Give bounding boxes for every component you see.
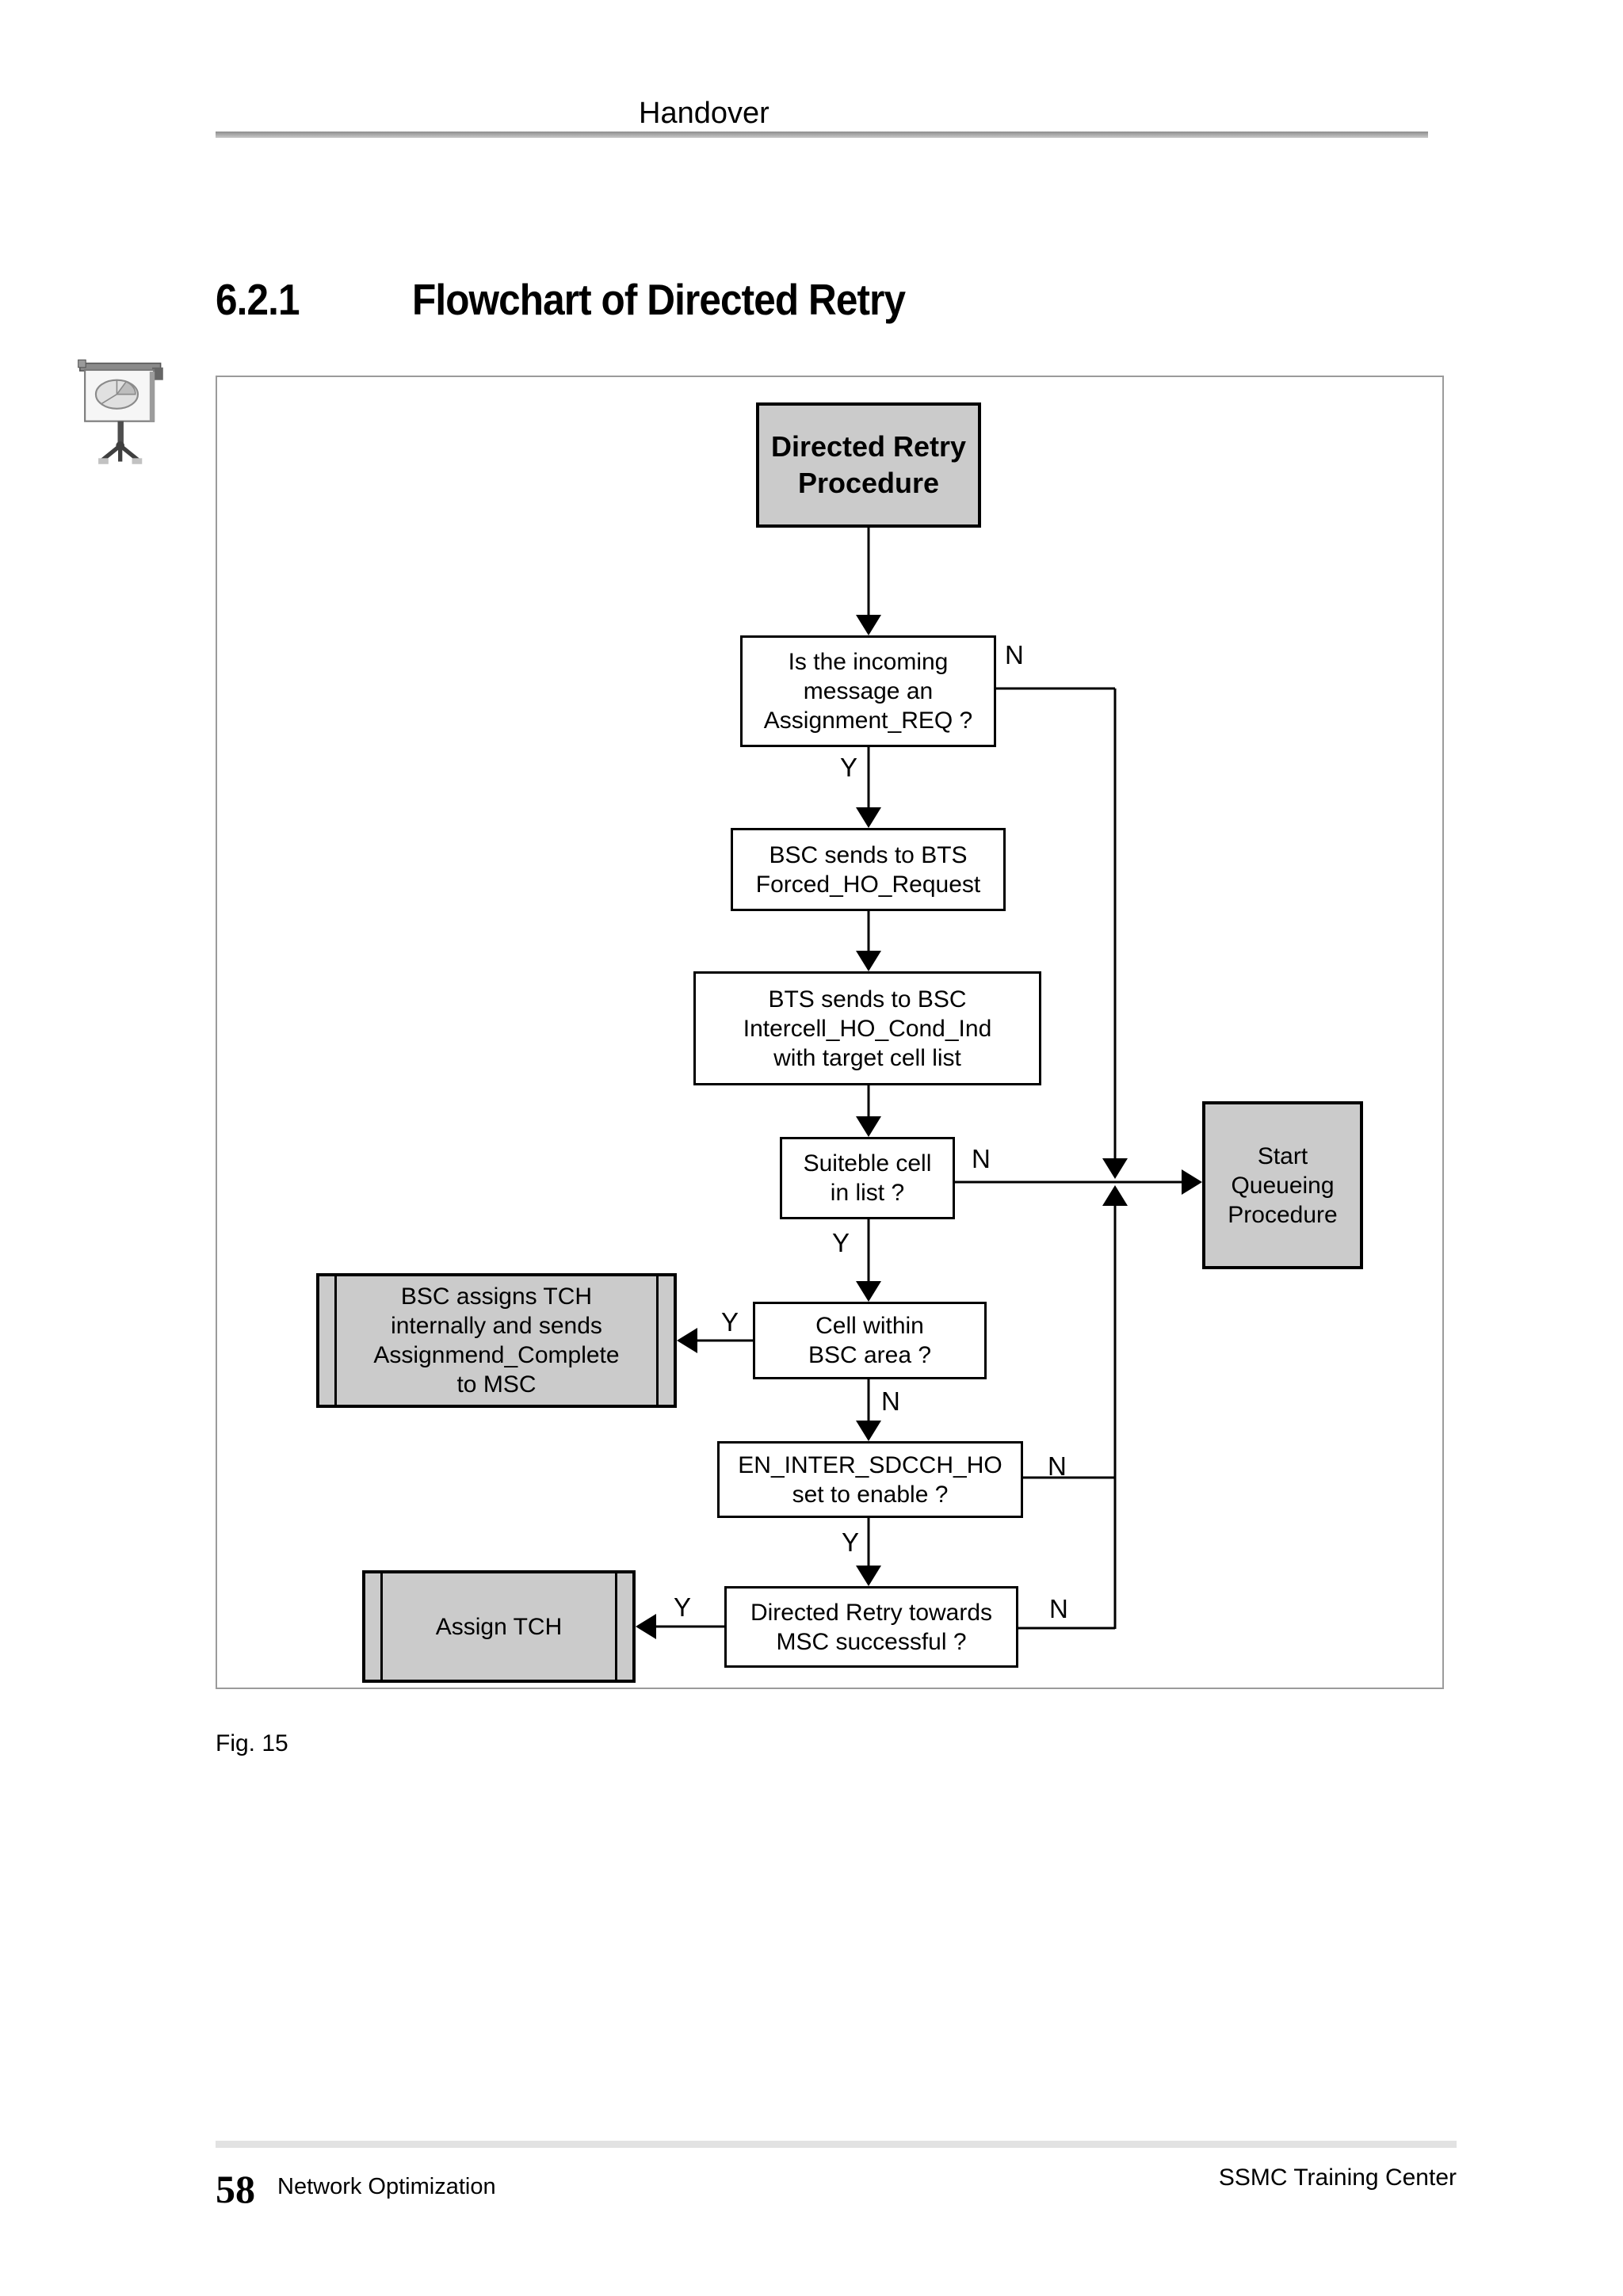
section-number: 6.2.1 — [216, 275, 300, 324]
node-question-directed-retry-successful: Directed Retry towards MSC successful ? — [724, 1586, 1018, 1668]
node-label: BSC assigns TCH internally and sends Ass… — [373, 1283, 620, 1398]
branch-label-no: N — [1049, 1594, 1068, 1623]
node-start-directed-retry: Directed Retry Procedure — [756, 402, 981, 528]
branch-label-no: N — [1005, 640, 1024, 669]
section-title: Flowchart of Directed Retry — [412, 275, 906, 324]
node-question-en-inter-sdcch-ho: EN_INTER_SDCCH_HO set to enable ? — [717, 1441, 1023, 1518]
node-label: Is the incoming message an Assignment_RE… — [763, 649, 973, 734]
predefined-process-bars — [380, 1573, 617, 1680]
node-question-incoming-assignment-req: Is the incoming message an Assignment_RE… — [740, 635, 996, 747]
footer-training-center: SSMC Training Center — [1218, 2164, 1457, 2191]
node-label: Cell within BSC area ? — [808, 1313, 932, 1368]
node-label: Suiteble cell in list ? — [803, 1150, 932, 1206]
node-label: Assign TCH — [435, 1613, 563, 1640]
branch-label-yes: Y — [674, 1592, 692, 1622]
node-bsc-sends-forced-ho: BSC sends to BTS Forced_HO_Request — [731, 828, 1006, 911]
node-bts-sends-intercell-ho: BTS sends to BSC Intercell_HO_Cond_Ind w… — [693, 971, 1041, 1085]
predefined-process-bars — [334, 1276, 659, 1405]
branch-label-no: N — [881, 1386, 900, 1416]
node-question-suitable-cell: Suiteble cell in list ? — [780, 1137, 955, 1219]
flowchart-connectors — [636, 528, 1202, 1639]
branch-label-yes: Y — [840, 753, 858, 782]
presentation-easel-icon — [78, 357, 171, 467]
figure-caption: Fig. 15 — [216, 1730, 288, 1756]
node-bsc-assigns-tch-internally: BSC assigns TCH internally and sends Ass… — [316, 1273, 677, 1408]
footer-course-title: Network Optimization — [277, 2174, 496, 2199]
node-start-queueing-procedure: Start Queueing Procedure — [1202, 1101, 1363, 1269]
flowchart-frame: Directed Retry Procedure Is the incoming… — [216, 376, 1444, 1689]
branch-label-yes: Y — [832, 1228, 850, 1257]
branch-label-yes: Y — [842, 1527, 860, 1557]
header-rule — [216, 132, 1428, 138]
node-label: Directed Retry Procedure — [770, 430, 967, 499]
branch-label-no: N — [1048, 1451, 1067, 1481]
footer-rule — [216, 2141, 1457, 2148]
node-assign-tch: Assign TCH — [362, 1570, 636, 1683]
node-label: Directed Retry towards MSC successful ? — [750, 1599, 993, 1655]
branch-label-no: N — [972, 1144, 991, 1173]
branch-label-yes: Y — [721, 1307, 739, 1337]
footer-page-number: 58 — [216, 2167, 255, 2211]
node-label: Start Queueing Procedure — [1228, 1142, 1338, 1228]
node-label: EN_INTER_SDCCH_HO set to enable ? — [738, 1451, 1002, 1508]
node-question-cell-within-bsc: Cell within BSC area ? — [753, 1302, 987, 1379]
node-label: BTS sends to BSC Intercell_HO_Cond_Ind w… — [743, 986, 992, 1071]
node-label: BSC sends to BTS Forced_HO_Request — [755, 841, 981, 898]
page-header-title: Handover — [639, 97, 769, 130]
